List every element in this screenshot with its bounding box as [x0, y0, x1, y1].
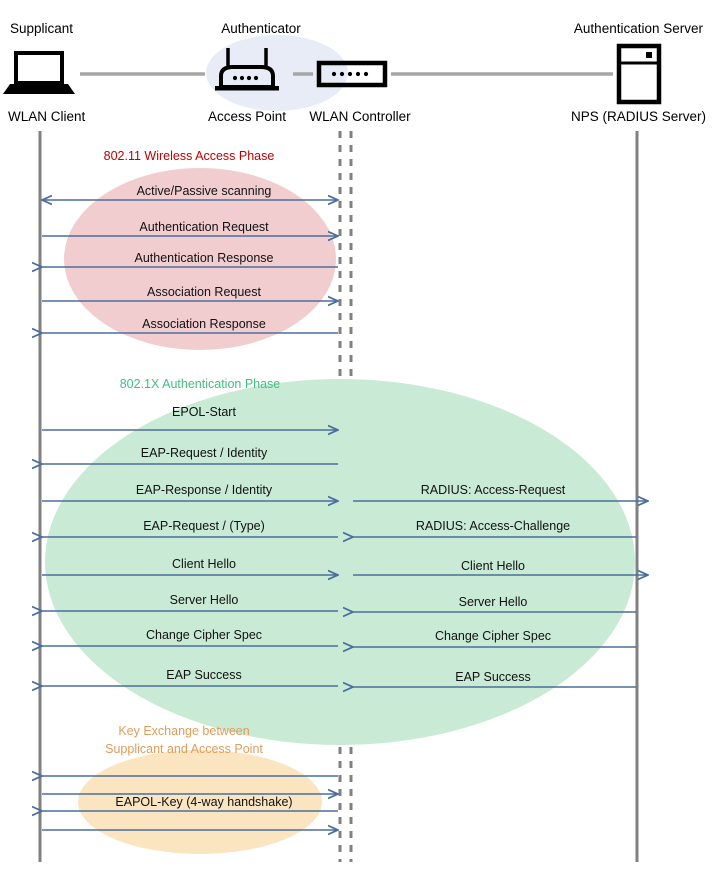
wlan-controller-icon — [316, 60, 388, 88]
message-label: Client Hello — [172, 557, 236, 571]
laptop-icon — [3, 51, 75, 94]
message-label: Association Request — [147, 285, 261, 299]
message-label: EAP-Request / Identity — [141, 446, 268, 460]
message-label: Association Response — [142, 317, 266, 331]
message-label: Change Cipher Spec — [146, 628, 262, 642]
message-label: RADIUS: Access-Challenge — [416, 519, 570, 533]
message-label: EAP-Response / Identity — [136, 483, 273, 497]
message-label: Server Hello — [459, 595, 528, 609]
phase-keyexchange-label-line1: Key Exchange between — [118, 724, 249, 738]
message-label: Authentication Request — [139, 220, 269, 234]
phase-8021x-label: 802.1X Authentication Phase — [120, 377, 281, 391]
actor-device-wlan-client: WLAN Client — [8, 109, 86, 124]
authenticator-halo — [206, 35, 348, 111]
message-label: EAP Success — [166, 668, 242, 682]
actor-device-wlan-controller: WLAN Controller — [309, 109, 411, 124]
message-label: Authentication Response — [135, 251, 274, 265]
actor-role-auth-server: Authentication Server — [574, 21, 704, 36]
actor-role-supplicant: Supplicant — [10, 21, 73, 36]
server-icon — [616, 43, 662, 105]
actor-device-access-point: Access Point — [208, 109, 286, 124]
phase-80211-label: 802.11 Wireless Access Phase — [104, 149, 275, 163]
message-label: EPOL-Start — [172, 405, 236, 419]
access-point-icon — [215, 48, 279, 91]
phase-80211-backdrop — [64, 168, 336, 350]
actor-role-authenticator: Authenticator — [221, 21, 301, 36]
message-label: EAPOL-Key (4-way handshake) — [115, 795, 292, 809]
actor-device-nps-radius: NPS (RADIUS Server) — [571, 109, 706, 124]
message-label: Change Cipher Spec — [435, 629, 551, 643]
message-label: RADIUS: Access-Request — [421, 483, 566, 497]
message-label: Active/Passive scanning — [137, 184, 272, 198]
phase-keyexchange-label-line2: Supplicant and Access Point — [105, 742, 263, 756]
message-label: Server Hello — [170, 593, 239, 607]
phase-8021x-backdrop — [45, 379, 635, 745]
message-label: Client Hello — [461, 559, 525, 573]
message-label: EAP Success — [455, 670, 531, 684]
message-label: EAP-Request / (Type) — [143, 519, 265, 533]
